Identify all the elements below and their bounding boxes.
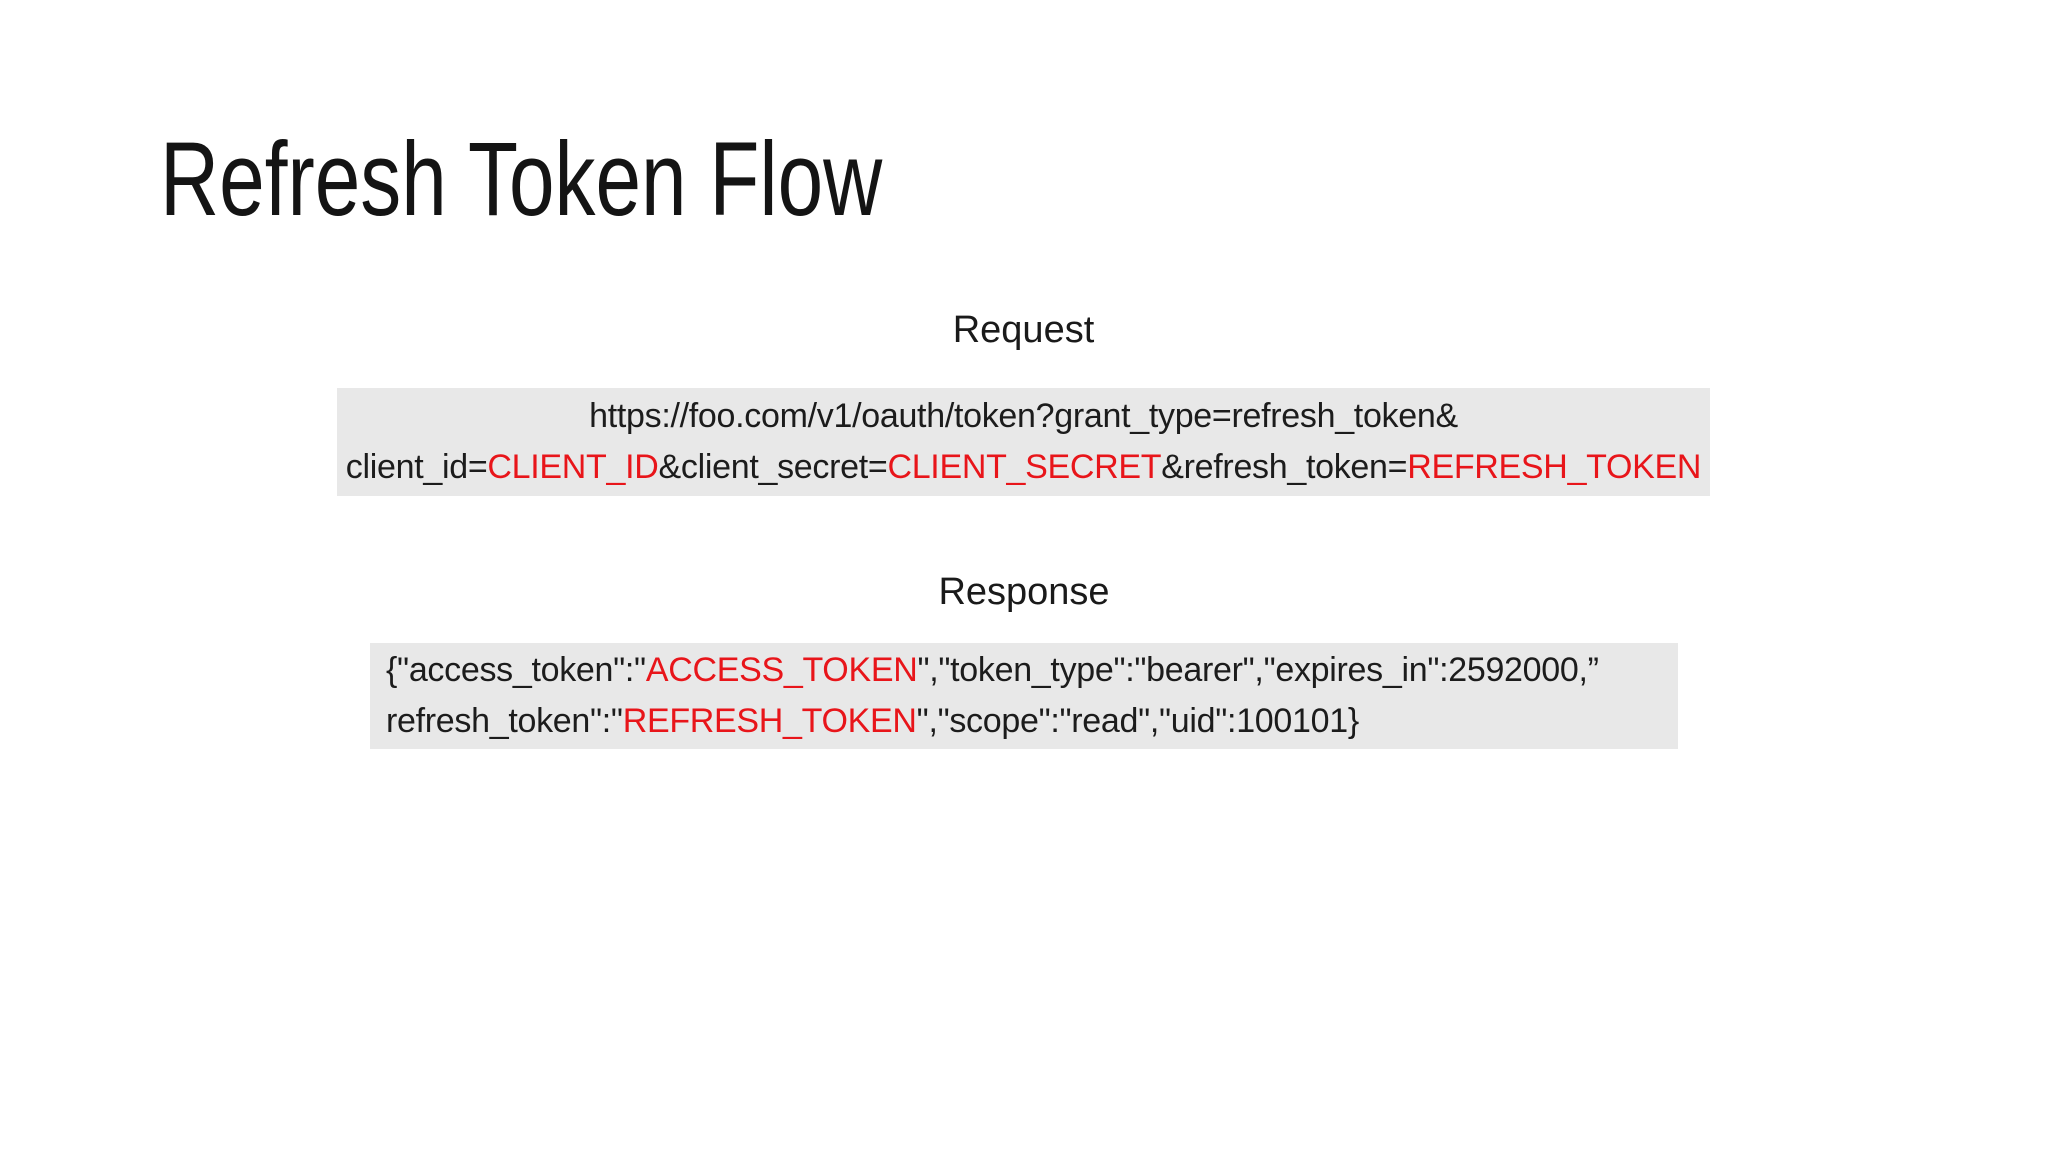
client-id-token: CLIENT_ID bbox=[487, 448, 659, 486]
refresh-token-token: REFRESH_TOKEN bbox=[1407, 448, 1702, 486]
code-segment: ","token_type":"bearer","expires_in":259… bbox=[917, 651, 1599, 689]
code-segment: {"access_token":" bbox=[386, 651, 646, 689]
code-segment: https://foo.com/v1/oauth/token?grant_typ… bbox=[589, 397, 1458, 435]
response-section-label: Response bbox=[938, 571, 1110, 613]
request-code-box: https://foo.com/v1/oauth/token?grant_typ… bbox=[337, 388, 1710, 496]
code-segment: &client_secret= bbox=[658, 448, 888, 486]
response-json-line-1: {"access_token":"ACCESS_TOKEN","token_ty… bbox=[386, 645, 1662, 696]
access-token-token: ACCESS_TOKEN bbox=[645, 651, 918, 689]
code-segment: ","scope":"read","uid":100101} bbox=[916, 702, 1360, 740]
client-secret-token: CLIENT_SECRET bbox=[887, 448, 1162, 486]
code-segment: &refresh_token= bbox=[1161, 448, 1408, 486]
response-code-box: {"access_token":"ACCESS_TOKEN","token_ty… bbox=[370, 643, 1678, 749]
request-section-label: Request bbox=[952, 309, 1095, 351]
request-url-line-2: client_id=CLIENT_ID&client_secret=CLIENT… bbox=[337, 442, 1710, 493]
slide-title: Refresh Token Flow bbox=[160, 121, 883, 238]
request-url-line-1: https://foo.com/v1/oauth/token?grant_typ… bbox=[337, 391, 1710, 442]
code-segment: client_id= bbox=[345, 448, 488, 486]
code-segment: refresh_token":" bbox=[386, 702, 623, 740]
response-json-line-2: refresh_token":"REFRESH_TOKEN","scope":"… bbox=[386, 696, 1662, 747]
refresh-token-token: REFRESH_TOKEN bbox=[622, 702, 917, 740]
